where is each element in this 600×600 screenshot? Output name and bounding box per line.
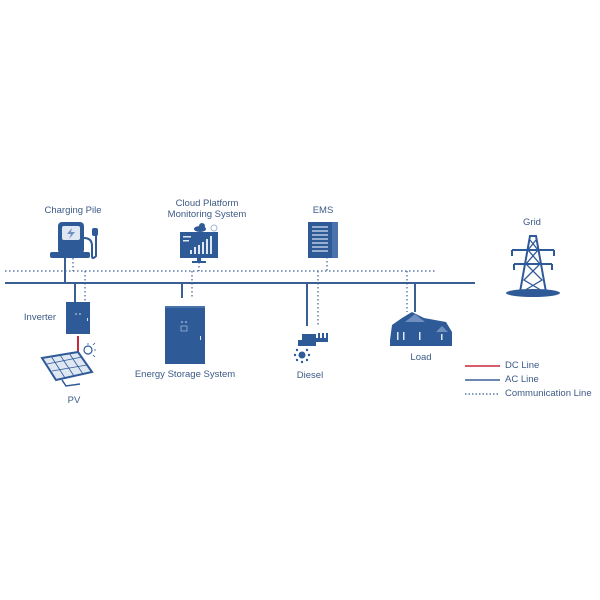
legend-comm-label: Communication Line [505,388,592,399]
energy-storage-cabinet-icon [165,306,205,364]
diesel-label: Diesel [296,370,324,381]
solar-panel-icon [40,342,96,387]
diesel-generator-icon [293,333,328,364]
power-tower-icon [506,235,560,297]
ems-label: EMS [312,205,334,216]
inverter-label: Inverter [23,312,57,323]
ems-server-icon [308,222,338,258]
cloud-platform-label-line1: Cloud Platform [175,198,239,209]
house-load-icon [390,312,452,346]
cloud-platform-label-line2: Monitoring System [167,209,247,220]
ess-label: Energy Storage System [134,369,236,380]
communication-connections [72,257,408,326]
charging-pile-label: Charging Pile [44,205,102,216]
legend-dc-label: DC Line [505,360,540,371]
cloud-monitor-icon [180,223,218,263]
grid-label: Grid [523,217,541,228]
legend-ac-label: AC Line [505,374,539,385]
charging-pile-icon [50,222,98,259]
pv-label: PV [67,395,81,406]
load-label: Load [410,352,432,363]
ac-connections [64,258,416,326]
inverter-icon [66,302,90,334]
